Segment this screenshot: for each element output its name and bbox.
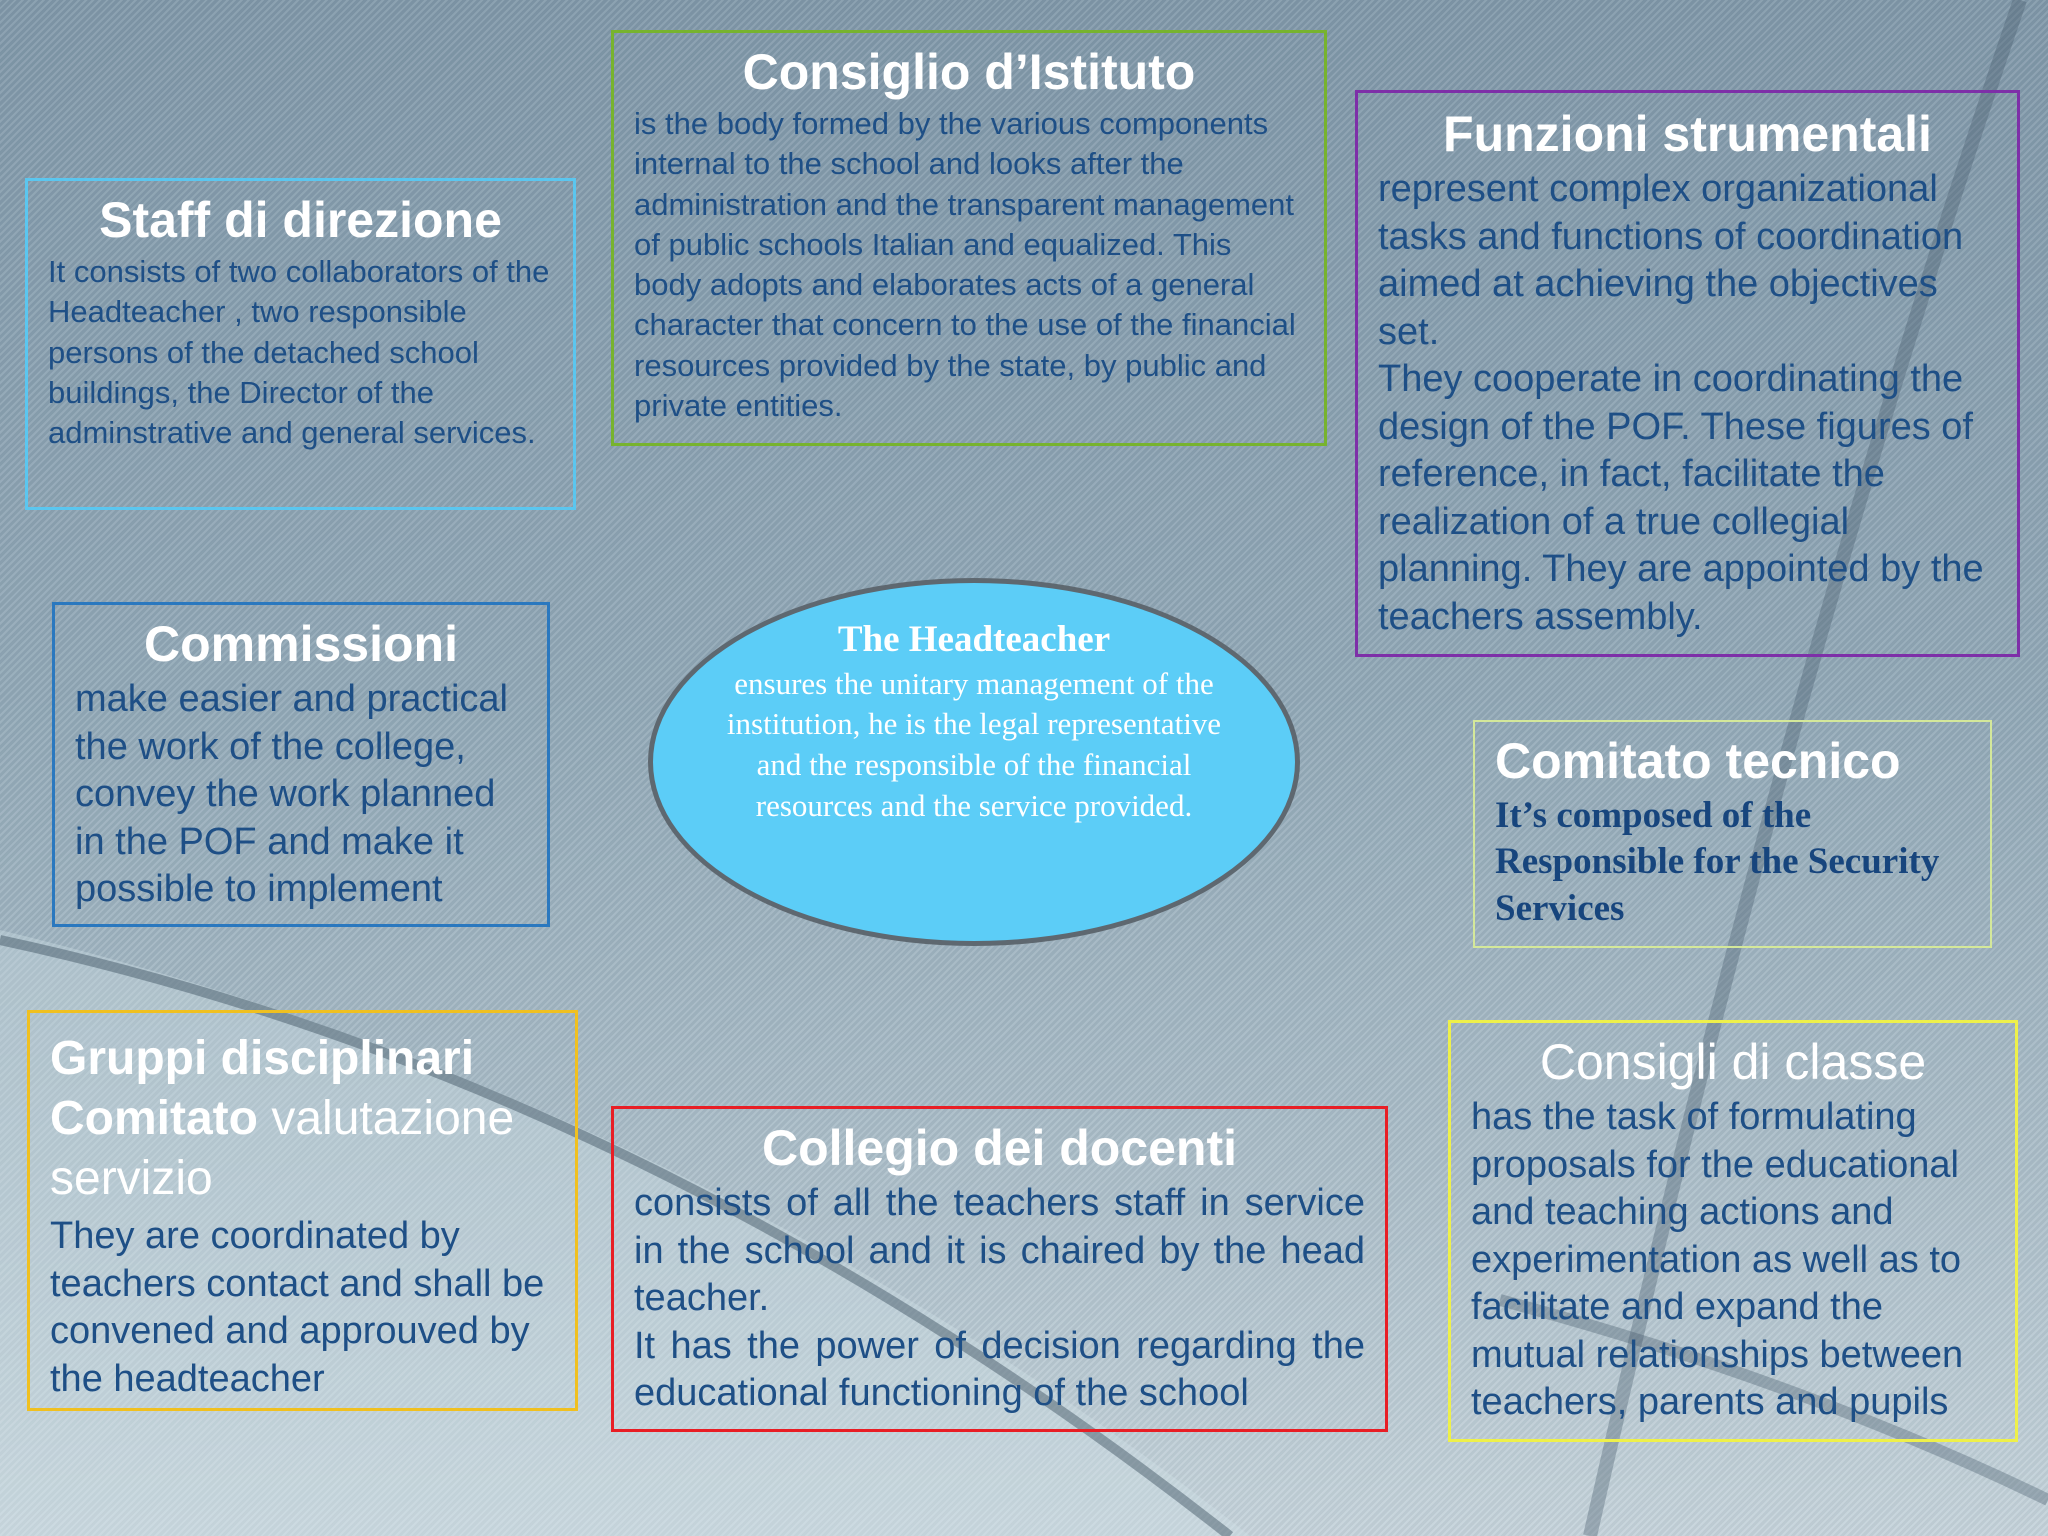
gruppi-title-line1: Gruppi disciplinari (50, 1032, 475, 1085)
gruppi-text: They are coordinated by teachers contact… (50, 1215, 545, 1400)
staff-text: It consists of two collaborators of the … (48, 254, 550, 451)
consiglio-title: Consiglio d’Istituto (742, 44, 1196, 100)
headteacher-text: ensures the unitary management of the in… (726, 665, 1222, 824)
gruppi-title-rest: valutazione servizio (50, 1092, 515, 1205)
funzioni-strumentali-box: Funzioni strumentali represent complex o… (1355, 90, 2020, 657)
funzioni-title: Funzioni strumentali (1443, 106, 1932, 162)
headteacher-title: The Headteacher (837, 619, 1111, 660)
tecnico-title: Comitato tecnico (1495, 733, 1901, 789)
tecnico-text: It’s composed of the Responsible for the… (1495, 795, 1940, 929)
gruppi-title: Gruppi disciplinari Comitato valutazione… (50, 1029, 555, 1209)
collegio-title: Collegio dei docenti (761, 1120, 1238, 1176)
funzioni-text: represent complex organizational tasks a… (1378, 168, 1984, 638)
staff-title: Staff di direzione (99, 192, 502, 248)
headteacher-ellipse: The Headteacher ensures the unitary mana… (648, 578, 1300, 946)
collegio-text: consists of all the teachers staff in se… (634, 1182, 1365, 1414)
gruppi-title-bold: Comitato (50, 1092, 258, 1145)
collegio-docenti-box: Collegio dei docenti consists of all the… (611, 1106, 1388, 1432)
consigli-di-classe-box: Consigli di classe has the task of formu… (1448, 1020, 2018, 1442)
consiglio-text: is the body formed by the various compon… (634, 106, 1296, 424)
staff-di-direzione-box: Staff di direzione It consists of two co… (25, 178, 576, 510)
commissioni-text: make easier and practical the work of th… (75, 678, 508, 910)
comitato-tecnico-box: Comitato tecnico It’s composed of the Re… (1473, 720, 1992, 948)
gruppi-disciplinari-box: Gruppi disciplinari Comitato valutazione… (27, 1010, 578, 1411)
commissioni-box: Commissioni make easier and practical th… (52, 602, 550, 927)
consiglio-istituto-box: Consiglio d’Istituto is the body formed … (611, 30, 1327, 446)
classe-title: Consigli di classe (1539, 1034, 1927, 1090)
classe-text: has the task of formulating proposals fo… (1471, 1096, 1964, 1423)
commissioni-title: Commissioni (144, 616, 458, 672)
